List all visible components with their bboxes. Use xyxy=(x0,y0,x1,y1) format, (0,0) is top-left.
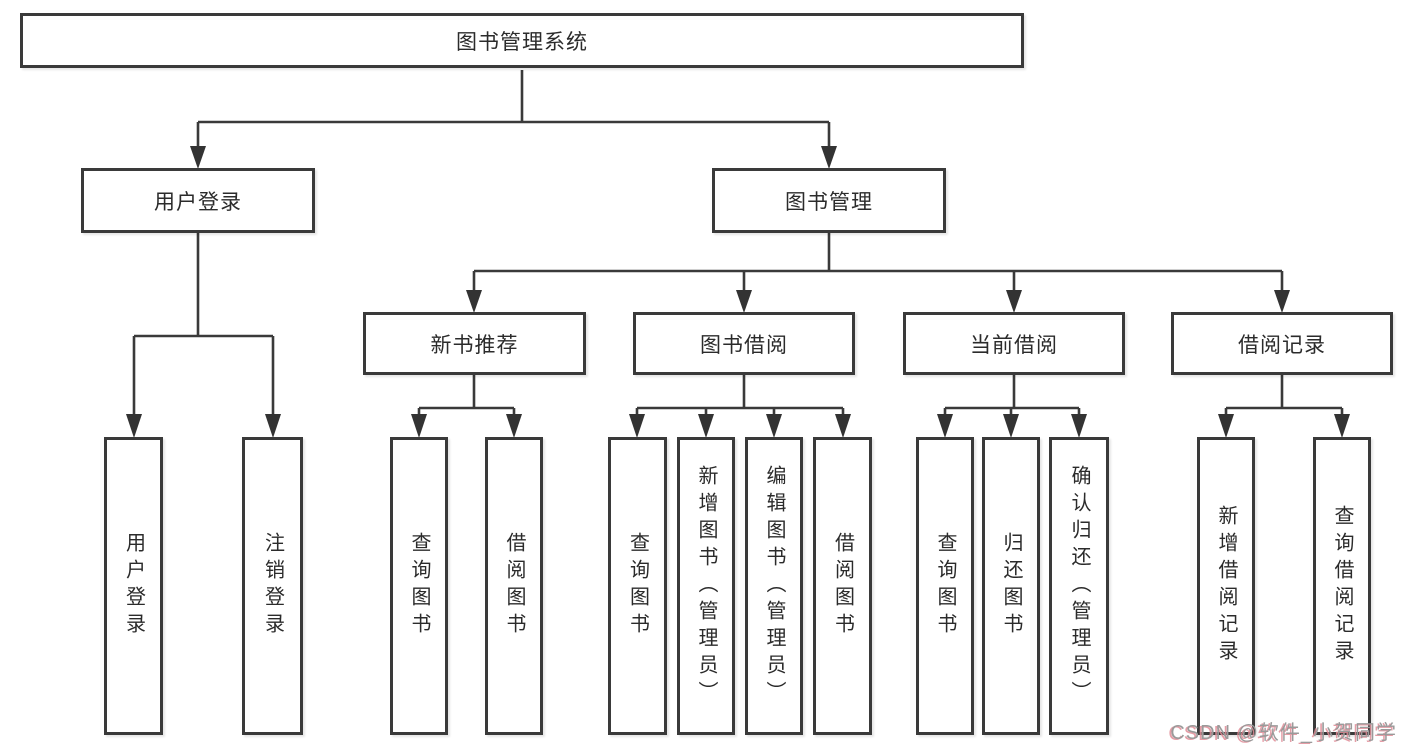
leaf-record-query-borrow-record: 查询借阅记录 xyxy=(1313,437,1371,735)
csdn-watermark: CSDN @软件_小贺同学 xyxy=(1170,722,1397,744)
leaf-borrowing-add-books-admin: 新增图书（管理员） xyxy=(677,437,735,735)
leaf-record-add-borrow-record: 新增借阅记录 xyxy=(1197,437,1255,735)
leaf-newbook-borrow-books: 借阅图书 xyxy=(485,437,543,735)
node-label: 图书管理 xyxy=(785,190,873,214)
node-label: 图书管理系统 xyxy=(456,30,588,54)
leaf-label: 用户登录 xyxy=(122,532,145,640)
leaf-newbook-query-books: 查询图书 xyxy=(390,437,448,735)
leaf-borrowing-edit-books-admin: 编辑图书（管理员） xyxy=(745,437,803,735)
node-library-management-system: 图书管理系统 xyxy=(20,13,1024,68)
leaf-user-login: 用户登录 xyxy=(104,437,163,735)
node-label: 新书推荐 xyxy=(430,333,519,357)
leaf-label: 确认归还（管理员） xyxy=(1068,464,1090,708)
leaf-label: 注销登录 xyxy=(261,532,284,640)
node-label: 用户登录 xyxy=(154,190,242,214)
leaf-borrowing-query-books: 查询图书 xyxy=(608,437,667,735)
leaf-label: 查询图书 xyxy=(934,532,956,640)
node-borrowing-records: 借阅记录 xyxy=(1171,312,1393,375)
leaf-current-confirm-return-admin: 确认归还（管理员） xyxy=(1049,437,1109,735)
leaf-current-return-books: 归还图书 xyxy=(982,437,1040,735)
leaf-label: 借阅图书 xyxy=(831,532,854,640)
leaf-label: 新增借阅记录 xyxy=(1215,505,1237,667)
leaf-borrowing-borrow-books: 借阅图书 xyxy=(813,437,872,735)
node-book-management: 图书管理 xyxy=(712,168,946,233)
leaf-label: 编辑图书（管理员） xyxy=(763,464,785,708)
leaf-label: 借阅图书 xyxy=(503,532,525,640)
leaf-label: 新增图书（管理员） xyxy=(695,464,717,708)
leaf-logout: 注销登录 xyxy=(242,437,303,735)
node-label: 当前借阅 xyxy=(970,333,1058,357)
arrowheads xyxy=(126,146,1350,438)
node-new-book-recommendation: 新书推荐 xyxy=(363,312,586,375)
leaf-label: 查询图书 xyxy=(626,532,649,640)
leaf-label: 查询图书 xyxy=(408,532,430,640)
node-current-borrowing: 当前借阅 xyxy=(903,312,1125,375)
node-label: 图书借阅 xyxy=(700,333,788,357)
leaf-label: 查询借阅记录 xyxy=(1331,505,1353,667)
leaf-current-query-books: 查询图书 xyxy=(916,437,974,735)
node-user-login: 用户登录 xyxy=(81,168,315,233)
leaf-label: 归还图书 xyxy=(1000,532,1022,640)
node-label: 借阅记录 xyxy=(1238,333,1326,357)
node-book-borrowing: 图书借阅 xyxy=(633,312,855,375)
